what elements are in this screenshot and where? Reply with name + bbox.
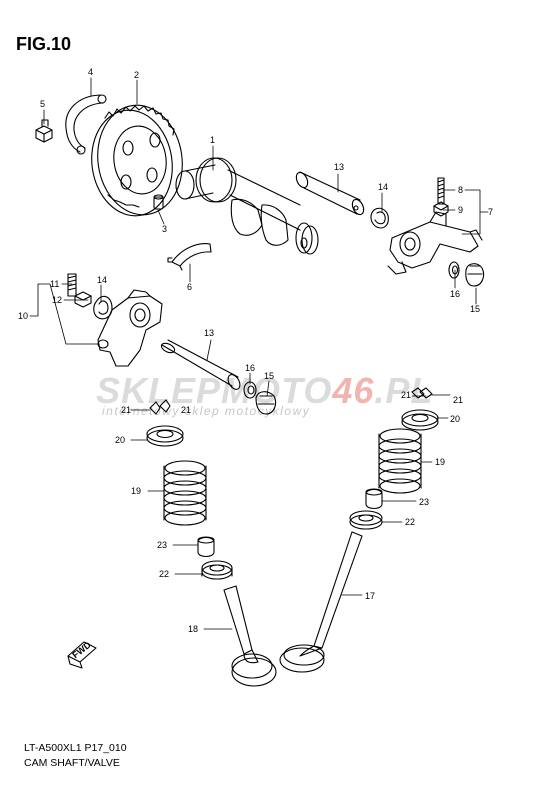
shaft-plug-upper-right-part xyxy=(465,263,485,287)
callout-14-left: 14 xyxy=(97,275,107,285)
callout-23-left: 23 xyxy=(157,540,167,550)
callout-7: 7 xyxy=(488,207,493,217)
callout-19-right: 19 xyxy=(435,457,445,467)
valve-spring-right-part xyxy=(378,428,422,494)
callout-13-lower: 13 xyxy=(204,328,214,338)
callout-18: 18 xyxy=(188,624,198,634)
callout-15-upper: 15 xyxy=(470,304,480,314)
spring-washer-upper-part xyxy=(370,207,389,229)
callout-23-right: 23 xyxy=(419,497,429,507)
spring-retainer-right-part xyxy=(401,409,439,431)
valve-stem-seal-right-part xyxy=(365,488,383,510)
intake-rocker-arm-part xyxy=(97,289,163,367)
spring-retainer-left-part xyxy=(146,425,184,447)
valve-spring-left-part xyxy=(163,460,207,526)
intake-valve-part xyxy=(223,585,277,687)
callout-5: 5 xyxy=(40,99,45,109)
oring-upper-right-part xyxy=(448,261,460,279)
cam-sprocket-part xyxy=(91,104,183,217)
callout-21-left-b: 21 xyxy=(181,405,191,415)
callout-20-right: 20 xyxy=(450,414,460,424)
callout-12: 12 xyxy=(52,295,62,305)
callout-21-left-a: 21 xyxy=(121,405,131,415)
callout-21-right-b: 21 xyxy=(453,395,463,405)
callout-3: 3 xyxy=(162,224,167,234)
callout-13-upper: 13 xyxy=(334,162,344,172)
rocker-shaft-upper-part xyxy=(295,171,365,216)
camshaft-part xyxy=(175,157,319,255)
callout-8: 8 xyxy=(458,185,463,195)
callout-2: 2 xyxy=(134,70,139,80)
shaft-plug-lower-left-part xyxy=(255,391,277,415)
callout-14-upper: 14 xyxy=(378,182,388,192)
callout-16-lower: 16 xyxy=(245,363,255,373)
section-name: CAM SHAFT/VALVE xyxy=(24,757,120,769)
callout-15-lower: 15 xyxy=(264,371,274,381)
exhaust-rocker-arm-part xyxy=(387,211,483,275)
bolt-part xyxy=(35,119,53,143)
callout-22-right: 22 xyxy=(405,517,415,527)
callout-4: 4 xyxy=(88,67,93,77)
callout-19-left: 19 xyxy=(131,486,141,496)
spring-seat-left-part xyxy=(201,560,233,580)
lock-nut-part xyxy=(433,201,449,217)
callout-10: 10 xyxy=(18,311,28,321)
figure-title: FIG.10 xyxy=(16,34,72,54)
valve-stem-seal-left-part xyxy=(197,536,215,558)
callout-1: 1 xyxy=(210,135,215,145)
callout-16-upper: 16 xyxy=(450,289,460,299)
callout-22-left: 22 xyxy=(159,569,169,579)
forward-arrow-icon xyxy=(67,641,97,669)
valve-cotter-right-part xyxy=(411,387,433,399)
callout-labels: 4 2 5 1 3 6 13 14 8 9 7 16 15 14 11 12 1… xyxy=(18,67,493,634)
spring-seat-right-part xyxy=(349,510,383,530)
circlip-part xyxy=(65,94,107,155)
callout-17: 17 xyxy=(365,591,375,601)
callout-11: 11 xyxy=(50,279,59,289)
callout-20-left: 20 xyxy=(115,435,125,445)
callout-21-right-a: 21 xyxy=(401,390,411,400)
spring-washer-left-part xyxy=(93,295,113,320)
valve-cotter-left-part xyxy=(149,399,171,415)
left-adjusting-screw-part xyxy=(67,273,77,297)
dowel-pin-part xyxy=(153,194,164,210)
callout-9: 9 xyxy=(458,205,463,215)
model-code: LT-A500XL1 P17_010 xyxy=(24,742,127,754)
rocker-shaft-lower-part xyxy=(160,339,241,390)
exhaust-valve-part xyxy=(279,531,363,673)
callout-6: 6 xyxy=(187,282,192,292)
leader-lines xyxy=(29,77,489,630)
adjusting-screw-part xyxy=(437,177,445,205)
retaining-plate-part xyxy=(167,243,212,271)
forward-marker-label: FWD xyxy=(70,639,93,660)
left-lock-nut-part xyxy=(74,291,92,308)
